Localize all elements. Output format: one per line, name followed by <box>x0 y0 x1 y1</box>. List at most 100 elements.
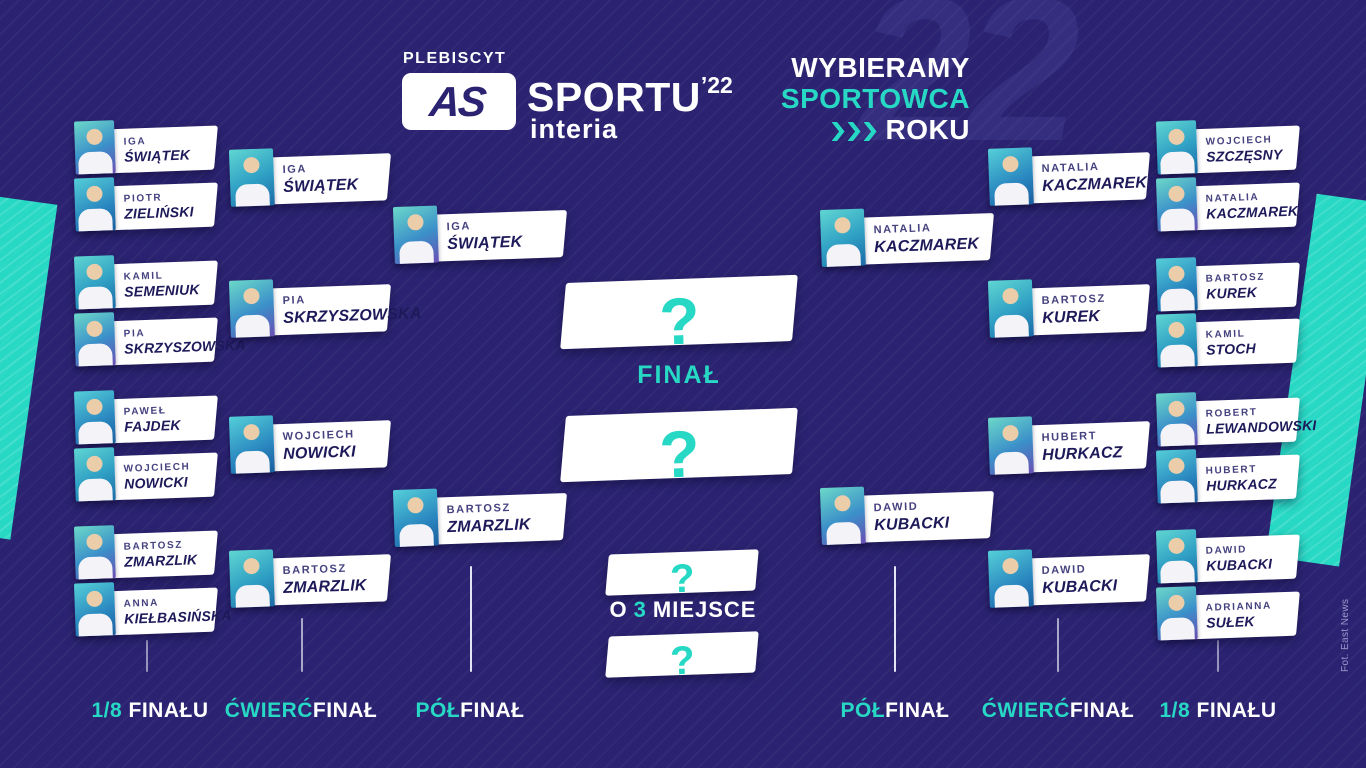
round-label-quarterfinal-right: ĆWIERĆFINAŁ <box>982 699 1135 723</box>
as-logo-text: AS <box>427 77 487 125</box>
athlete-photo <box>1155 586 1198 641</box>
bracket-tick <box>894 566 896 672</box>
athlete-first-name: BARTOSZ <box>282 563 348 578</box>
chevron-icon <box>847 122 861 141</box>
athlete-first-name: DAWID <box>873 501 919 515</box>
athlete-last-name: ZIELIŃSKI <box>123 203 194 222</box>
round-label-rest: FINAŁ <box>1069 699 1135 722</box>
round-label-rest: FINAŁ <box>312 699 378 722</box>
athlete-photo <box>987 416 1034 475</box>
athlete-first-name: KAMIL <box>1205 327 1246 341</box>
athlete-last-name: KUREK <box>1041 307 1101 327</box>
athlete-last-name: KUBACKI <box>1041 577 1118 597</box>
athlete-last-name: SKRZYSZOWSKA <box>282 304 422 327</box>
campaign-line-roku: ROKU <box>781 114 970 145</box>
athlete-photo <box>228 415 275 474</box>
athlete-first-name: BARTOSZ <box>446 502 512 517</box>
round-label-1-8-final-right: 1/8 FINAŁU <box>1159 699 1276 723</box>
athlete-photo <box>392 488 439 548</box>
athlete-photo <box>228 148 275 207</box>
athlete-photo <box>1155 177 1198 232</box>
athlete-first-name: HUBERT <box>1205 463 1258 477</box>
athlete-photo <box>392 205 439 265</box>
round-label-accent: PÓŁ <box>840 699 886 722</box>
campaign-headline: WYBIERAMY SPORTOWCA ROKU <box>781 52 970 145</box>
athlete-last-name: NOWICKI <box>123 473 189 492</box>
third-label-o: O <box>609 597 628 622</box>
final-slot-top: ? <box>560 274 798 359</box>
athlete-first-name: DAWID <box>1041 563 1087 578</box>
athlete-last-name: KUBACKI <box>873 514 950 534</box>
athlete-last-name: HURKACZ <box>1041 443 1124 464</box>
athlete-photo <box>1155 120 1198 175</box>
round-label-rest: FINAŁ <box>460 699 525 722</box>
athlete-first-name: DAWID <box>1205 543 1248 557</box>
athlete-first-name: ADRIANNA <box>1205 600 1272 614</box>
round-label-semifinal-right: PÓŁFINAŁ <box>841 699 950 723</box>
athlete-last-name: KUREK <box>1205 283 1258 302</box>
round-label-1-8-final-left: 1/8 FINAŁU <box>91 699 208 723</box>
bracket-tick <box>146 640 148 672</box>
athlete-photo <box>73 447 116 502</box>
athlete-photo <box>73 525 116 580</box>
athlete-last-name: ZMARZLIK <box>446 515 531 536</box>
athlete-first-name: BARTOSZ <box>1205 271 1266 285</box>
brand-sportu: SPORTU’22 <box>527 72 733 121</box>
athlete-last-name: KACZMAREK <box>1205 202 1299 222</box>
round-label-accent: 1/8 <box>91 699 123 722</box>
athlete-photo <box>228 279 275 338</box>
athlete-last-name: SEMENIUK <box>123 280 200 300</box>
roku-text: ROKU <box>885 114 970 145</box>
athlete-photo <box>73 312 116 367</box>
athlete-last-name: KACZMAREK <box>873 235 980 256</box>
athlete-photo <box>1155 529 1198 584</box>
athlete-last-name: SZCZĘSNY <box>1205 145 1283 165</box>
athlete-last-name: ŚWIĄTEK <box>446 233 523 253</box>
athlete-photo <box>819 208 866 268</box>
bracket-tick <box>470 566 472 672</box>
question-mark: ? <box>657 416 701 492</box>
athlete-last-name: SKRZYSZOWSKA <box>123 336 246 357</box>
athlete-photo <box>819 486 866 546</box>
athlete-photo <box>987 279 1034 338</box>
question-mark: ? <box>669 556 696 601</box>
athlete-first-name: NATALIA <box>873 222 932 237</box>
athlete-first-name: PIOTR <box>123 192 163 205</box>
sportu-year: ’22 <box>700 72 733 98</box>
athlete-last-name: SUŁEK <box>1205 612 1255 631</box>
question-mark: ? <box>669 638 696 683</box>
round-label-rest: FINAŁU <box>1190 699 1277 722</box>
final-slot-bottom: ? <box>560 407 798 492</box>
athlete-last-name: NOWICKI <box>282 443 357 463</box>
athlete-photo <box>73 582 116 637</box>
athlete-photo <box>73 177 116 232</box>
athlete-photo <box>73 390 116 445</box>
brand-plebiscyt: PLEBISCYT <box>403 50 507 67</box>
third-place-slot-top: ? <box>605 549 759 601</box>
round-label-accent: 1/8 <box>1159 699 1191 722</box>
athlete-last-name: ŚWIĄTEK <box>123 146 191 165</box>
athlete-photo <box>987 147 1034 206</box>
athlete-photo <box>228 549 275 608</box>
sportu-text: SPORTU <box>527 74 701 120</box>
athlete-first-name: KAMIL <box>123 269 164 283</box>
athlete-first-name: HUBERT <box>1041 430 1098 445</box>
interia-logo: interia <box>530 114 619 144</box>
photo-credit: Fot. East News <box>1340 598 1351 672</box>
athlete-first-name: NATALIA <box>1041 161 1100 176</box>
